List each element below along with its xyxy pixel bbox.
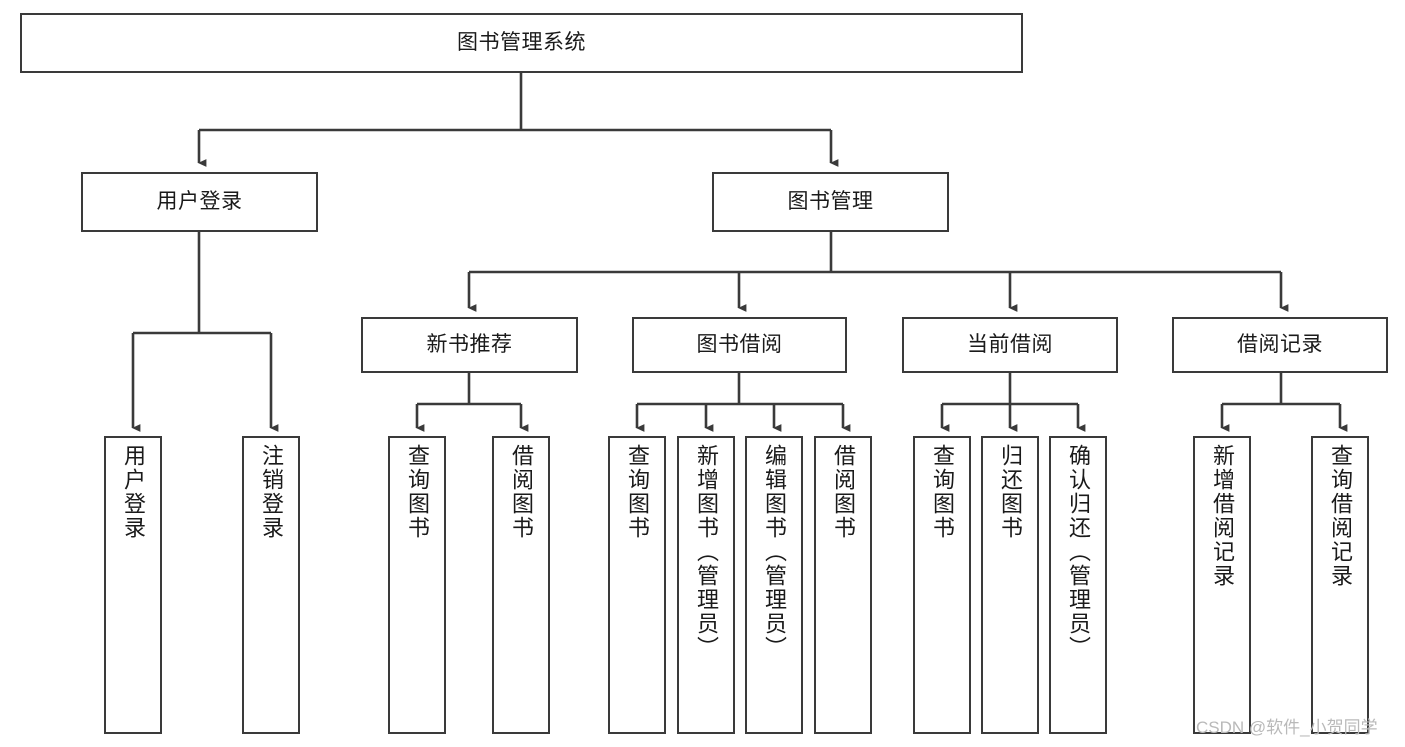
leaf-user-login-logout[interactable]: 注销登录 [242, 436, 300, 734]
node-label: 图书管理 [787, 190, 874, 214]
node-label: 当前借阅 [967, 333, 1053, 357]
leaf-current-borrow-confirm-return-admin[interactable]: 确认归还（管理员） [1049, 436, 1107, 734]
leaf-book-borrow-add-book-admin[interactable]: 新增图书（管理员） [677, 436, 735, 734]
node-label: 查询图书 [624, 444, 650, 540]
leaf-current-borrow-return-books[interactable]: 归还图书 [981, 436, 1039, 734]
node-label: 查询借阅记录 [1327, 444, 1353, 588]
leaf-book-borrow-borrow-books[interactable]: 借阅图书 [814, 436, 872, 734]
node-new-book-recommend[interactable]: 新书推荐 [361, 317, 578, 373]
node-borrow-record[interactable]: 借阅记录 [1172, 317, 1388, 373]
node-label: 查询图书 [404, 444, 430, 540]
node-label: 借阅图书 [830, 444, 856, 540]
leaf-user-login-login[interactable]: 用户登录 [104, 436, 162, 734]
node-label: 图书借阅 [696, 333, 783, 357]
node-label: 确认归还（管理员） [1065, 444, 1091, 660]
leaf-borrow-record-query-record[interactable]: 查询借阅记录 [1311, 436, 1369, 734]
node-label: 用户登录 [120, 444, 146, 540]
node-label: 借阅记录 [1237, 333, 1323, 357]
node-label: 新增图书（管理员） [693, 444, 719, 660]
node-book-management[interactable]: 图书管理 [712, 172, 949, 232]
leaf-book-borrow-edit-book-admin[interactable]: 编辑图书（管理员） [745, 436, 803, 734]
node-root-book-management-system[interactable]: 图书管理系统 [20, 13, 1023, 73]
leaf-new-book-query-books[interactable]: 查询图书 [388, 436, 446, 734]
leaf-book-borrow-query-books[interactable]: 查询图书 [608, 436, 666, 734]
node-book-borrow[interactable]: 图书借阅 [632, 317, 847, 373]
node-label: 新书推荐 [426, 333, 513, 357]
node-label: 图书管理系统 [457, 31, 586, 55]
node-label: 注销登录 [258, 444, 284, 540]
csdn-watermark: CSDN @软件_小贺同学 [1196, 718, 1378, 737]
node-label: 新增借阅记录 [1209, 444, 1235, 588]
node-label: 借阅图书 [508, 444, 534, 540]
node-label: 用户登录 [156, 190, 243, 214]
leaf-borrow-record-add-record[interactable]: 新增借阅记录 [1193, 436, 1251, 734]
node-label: 编辑图书（管理员） [761, 444, 787, 660]
node-user-login[interactable]: 用户登录 [81, 172, 318, 232]
node-label: 查询图书 [929, 444, 955, 540]
leaf-current-borrow-query-books[interactable]: 查询图书 [913, 436, 971, 734]
node-label: 归还图书 [997, 444, 1023, 540]
leaf-new-book-borrow-books[interactable]: 借阅图书 [492, 436, 550, 734]
node-current-borrow[interactable]: 当前借阅 [902, 317, 1118, 373]
